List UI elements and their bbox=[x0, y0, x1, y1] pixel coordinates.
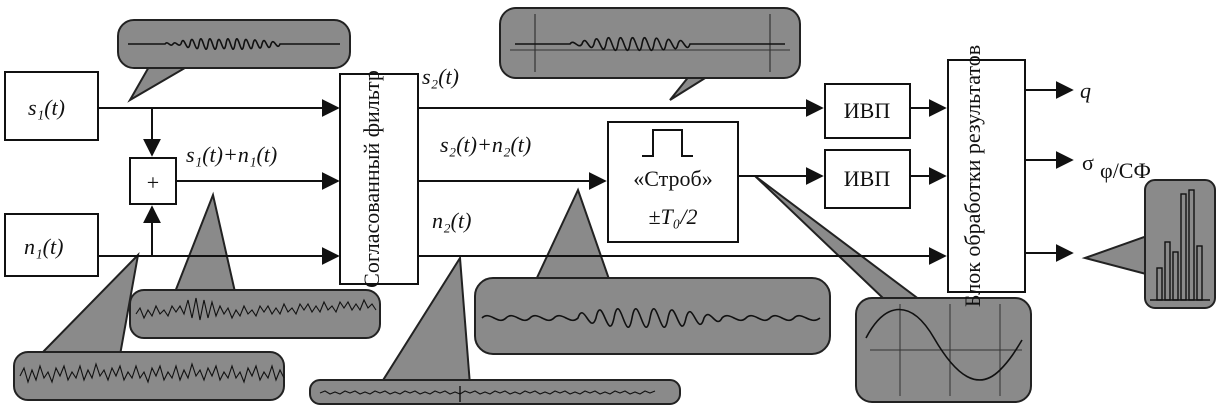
ivp-top-block: ИВП bbox=[824, 83, 911, 139]
results-block: Блок обработки результатов bbox=[947, 45, 1026, 307]
n1-noise-trace bbox=[19, 362, 285, 384]
label-s2-plus-n2: s₂(t)+n₂(t) bbox=[440, 132, 531, 157]
input-n1-block: n₁(t) bbox=[4, 213, 99, 277]
callout-s1n1-sum bbox=[129, 191, 381, 339]
output-q: q bbox=[1080, 78, 1091, 103]
strobe-title: «Строб» bbox=[633, 166, 712, 191]
callout-s2-waveform bbox=[499, 7, 801, 101]
output-sigma-symbol: σ bbox=[1082, 150, 1094, 175]
output-sigma: σ φ/СФ bbox=[1082, 150, 1151, 183]
output-sigma-subscript: φ/СФ bbox=[1100, 158, 1151, 183]
input-s1-label: s₁(t) bbox=[28, 95, 65, 120]
callout-n2-impulse bbox=[309, 254, 681, 405]
matched-filter-block: Согласованный фильтр bbox=[339, 70, 419, 288]
wires bbox=[98, 81, 1074, 265]
label-n2: n₂(t) bbox=[432, 208, 471, 233]
ivp-mid-label: ИВП bbox=[844, 166, 891, 191]
strobe-gate-icon bbox=[642, 129, 693, 157]
callout-histogram bbox=[1081, 179, 1216, 309]
callout-s1-waveform bbox=[117, 19, 351, 103]
strobe-param: ±T₀/2 bbox=[648, 204, 697, 229]
adder-symbol: + bbox=[147, 170, 159, 195]
label-s2: s₂(t) bbox=[422, 64, 459, 89]
ivp-mid-block: ИВП bbox=[824, 149, 911, 209]
matched-filter-label: Согласованный фильтр bbox=[359, 70, 384, 288]
input-s1-block: s₁(t) bbox=[4, 71, 99, 141]
callout-n1-noise bbox=[13, 251, 285, 401]
adder-block: + bbox=[129, 157, 177, 205]
label-s1-plus-n1: s₁(t)+n₁(t) bbox=[186, 142, 277, 167]
results-label: Блок обработки результатов bbox=[960, 45, 985, 307]
s1-wave bbox=[128, 42, 182, 46]
callout-s2n2-sum bbox=[474, 187, 831, 355]
ivp-top-label: ИВП bbox=[844, 98, 891, 123]
callout-strobe-sine bbox=[754, 175, 1032, 403]
strobe-block: «Строб» ±T₀/2 bbox=[607, 121, 739, 243]
input-n1-label: n₁(t) bbox=[24, 234, 63, 259]
